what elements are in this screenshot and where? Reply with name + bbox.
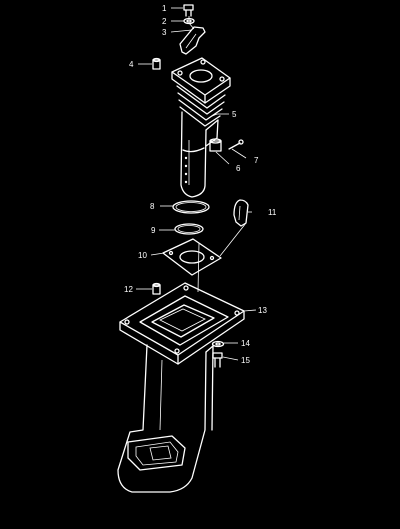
gasket-icon	[162, 238, 222, 276]
bolt-icon	[212, 352, 223, 368]
bracket-icon	[233, 199, 249, 227]
screw-bolt-icon	[183, 4, 194, 17]
callout-1: 1	[162, 4, 167, 13]
upper-casing-icon	[117, 282, 245, 493]
callout-5: 5	[232, 110, 237, 119]
exhaust-tube-icon	[171, 57, 231, 198]
callout-10: 10	[138, 251, 147, 260]
callout-12: 12	[124, 285, 133, 294]
callout-6: 6	[236, 164, 241, 173]
exhaust-guide-plate-icon	[179, 26, 206, 55]
callout-4: 4	[129, 60, 134, 69]
callout-15: 15	[241, 356, 250, 365]
callout-7: 7	[254, 156, 259, 165]
callout-9: 9	[151, 226, 156, 235]
callout-14: 14	[241, 339, 250, 348]
bolt-icon	[228, 139, 244, 150]
callout-labels: 1 2 3 4 5 6 7 8 9 10 11 12 13 14 15	[124, 4, 277, 365]
o-ring-icon	[172, 200, 210, 214]
nut-icon	[209, 138, 222, 152]
dowel-pin-icon	[152, 282, 161, 295]
callout-13: 13	[258, 306, 267, 315]
o-ring-small-icon	[174, 223, 204, 235]
callout-11: 11	[268, 208, 277, 217]
callout-3: 3	[162, 28, 167, 37]
washer-icon	[211, 340, 225, 348]
dowel-pin-icon	[152, 57, 161, 70]
callout-2: 2	[162, 17, 167, 26]
callout-8: 8	[150, 202, 155, 211]
washer-icon	[183, 17, 195, 25]
leader-lines	[136, 7, 257, 361]
